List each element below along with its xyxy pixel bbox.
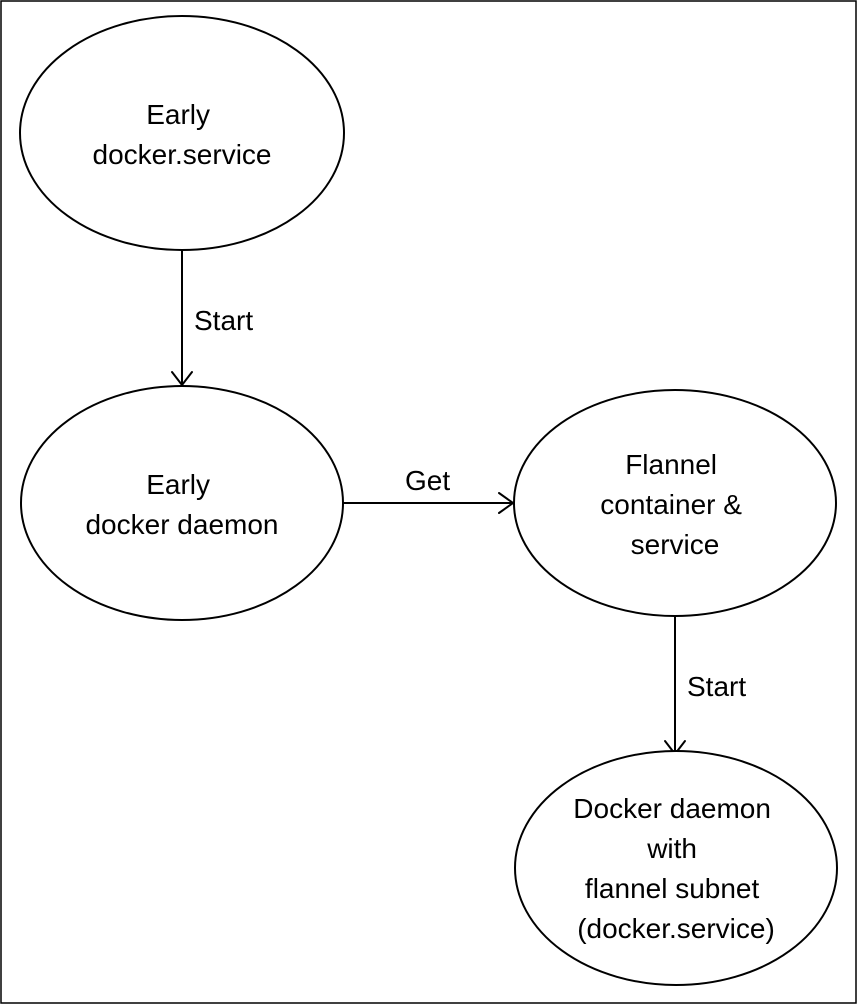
node-label-line: Early: [146, 469, 210, 500]
node-label-line: (docker.service): [577, 913, 775, 944]
node-flannel-container-service-label: Flannel container & service: [600, 449, 749, 560]
node-early-docker-daemon: Early docker daemon: [20, 385, 344, 621]
edge-start-1-label: Start: [194, 305, 253, 336]
node-label-line: flannel subnet: [585, 873, 760, 904]
node-early-docker-daemon-ellipse: [20, 385, 344, 621]
edge-start-1: Start: [171, 250, 253, 386]
node-label-line: Docker daemon: [573, 793, 771, 824]
node-docker-daemon-flannel-ellipse: [514, 750, 838, 986]
node-label-line: service: [631, 529, 720, 560]
edge-get-label: Get: [405, 465, 450, 496]
node-label-line: docker daemon: [85, 509, 278, 540]
node-label-line: with: [646, 833, 697, 864]
node-early-docker-service-ellipse: [19, 15, 345, 251]
node-docker-daemon-flannel: Docker daemon with flannel subnet (docke…: [514, 750, 838, 986]
node-early-docker-service-label: Early docker.service: [93, 99, 272, 170]
edge-start-2-label: Start: [687, 671, 746, 702]
node-early-docker-daemon-label: Early docker daemon: [85, 469, 278, 540]
edge-get: Get: [343, 465, 514, 514]
node-label-line: Flannel: [625, 449, 717, 480]
node-early-docker-service: Early docker.service: [19, 15, 345, 251]
node-docker-daemon-flannel-label: Docker daemon with flannel subnet (docke…: [573, 793, 778, 944]
node-label-line: docker.service: [93, 139, 272, 170]
node-label-line: Early: [146, 99, 210, 130]
node-label-line: container &: [600, 489, 742, 520]
node-flannel-container-service: Flannel container & service: [513, 389, 837, 617]
edge-start-2: Start: [664, 616, 746, 755]
